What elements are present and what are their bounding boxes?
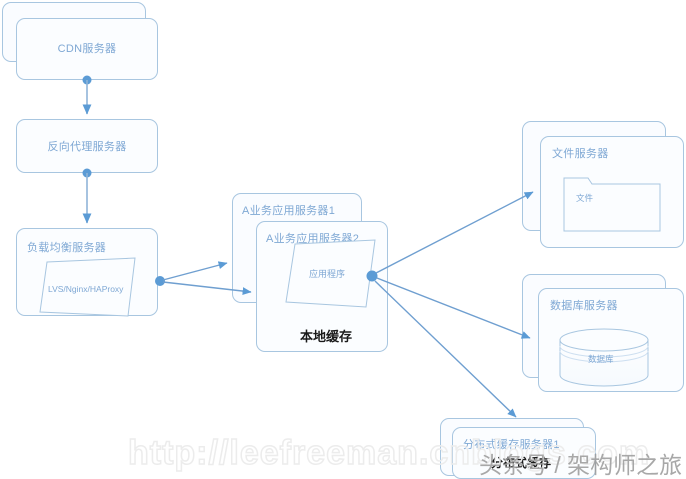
edge-lb-to-app-server-1 <box>162 261 228 281</box>
cdn-server-node[interactable]: CDN服务器 <box>16 18 158 80</box>
edge-app-to-db-server <box>376 277 531 339</box>
cache-server-label: 分布式缓存服务器1 <box>463 439 560 451</box>
database-inner-text: 数据库 <box>588 354 614 364</box>
lvs-inner-text: LVS/Nginx/HAProxy <box>48 284 124 294</box>
app-server-1-label: A业务应用服务器1 <box>242 205 336 217</box>
folder-icon <box>563 177 661 232</box>
load-balancer-label: 负载均衡服务器 <box>27 242 107 254</box>
edge-lb-to-app-server-2 <box>162 281 252 295</box>
application-parallelogram <box>285 239 376 308</box>
reverse-proxy-node[interactable]: 反向代理服务器 <box>16 119 158 173</box>
db-server-label: 数据库服务器 <box>550 300 618 312</box>
application-inner-text: 应用程序 <box>309 268 345 279</box>
file-inner-text: 文件 <box>576 193 594 203</box>
app-server-connector-hub <box>366 270 378 282</box>
edge-app-to-file-server <box>375 191 534 274</box>
database-cylinder <box>559 328 649 387</box>
file-server-label: 文件服务器 <box>552 148 609 160</box>
distributed-cache-label: 分布式缓存 <box>491 456 552 470</box>
cdn-server-label: CDN服务器 <box>57 43 117 55</box>
edge-app-to-cache-server <box>374 280 517 418</box>
lvs-parallelogram <box>39 257 136 317</box>
load-balancer-connector-hub <box>155 276 165 286</box>
local-cache-label: 本地缓存 <box>300 329 353 344</box>
reverse-proxy-label: 反向代理服务器 <box>47 141 127 153</box>
